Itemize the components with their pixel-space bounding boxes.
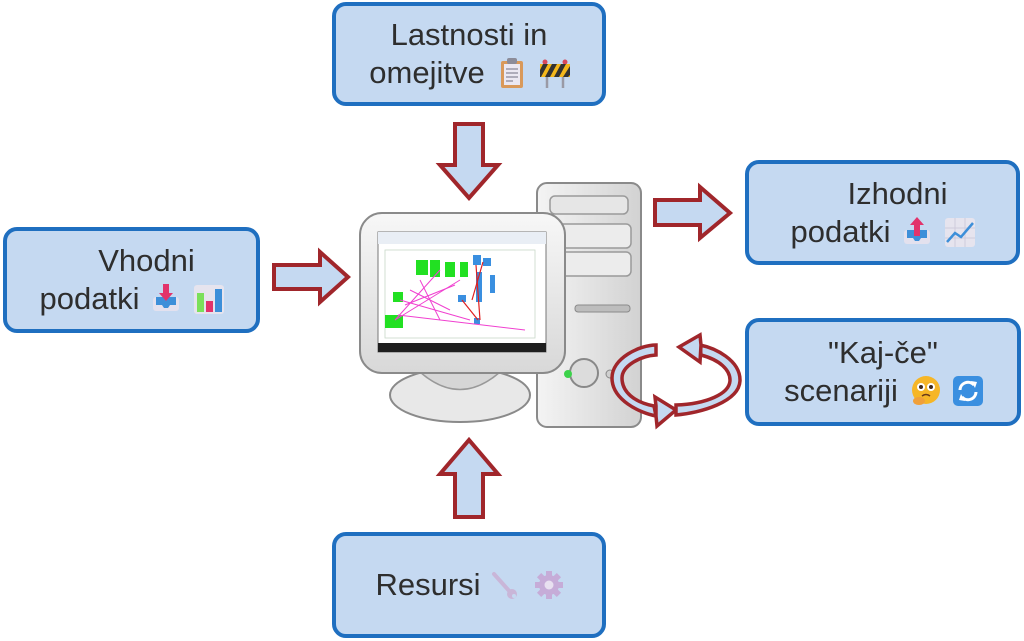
inputs-line2: podatki bbox=[39, 281, 140, 316]
refresh-arrows-icon bbox=[952, 375, 983, 407]
monitor-stand bbox=[389, 367, 531, 423]
inputs-box: Vhodni podatki bbox=[3, 227, 260, 333]
thinking-face-icon bbox=[910, 375, 940, 407]
outputs-box: Izhodni podatki bbox=[745, 160, 1020, 265]
arrow-up-from-resources bbox=[435, 436, 503, 519]
arrow-right-to-outputs bbox=[653, 182, 734, 243]
constraints-line2: omejitve bbox=[369, 55, 485, 90]
outputs-line2: podatki bbox=[790, 213, 891, 249]
constraints-box: Lastnosti in omejitve bbox=[332, 2, 606, 106]
inbox-tray-icon bbox=[151, 283, 181, 315]
gear-icon bbox=[533, 569, 563, 601]
construction-barrier-icon bbox=[539, 57, 570, 89]
outbox-tray-icon bbox=[902, 216, 932, 248]
scenarios-line2: scenariji bbox=[784, 373, 898, 408]
resources-box: Resursi bbox=[332, 532, 606, 638]
outputs-line1: Izhodni bbox=[847, 175, 948, 211]
arrow-right-from-inputs bbox=[272, 247, 352, 307]
arrow-down-from-constraints bbox=[435, 122, 503, 202]
resources-label: Resursi bbox=[375, 567, 481, 602]
wrench-icon bbox=[489, 569, 519, 601]
clipboard-icon bbox=[497, 57, 527, 89]
monitor bbox=[359, 212, 566, 374]
cycle-arrows bbox=[610, 332, 742, 430]
bar-chart-icon bbox=[193, 283, 225, 315]
scenarios-box: "Kaj-če" scenariji bbox=[745, 318, 1021, 426]
screen-layout-map bbox=[384, 249, 536, 339]
line-chart-icon bbox=[944, 216, 976, 248]
constraints-line1: Lastnosti in bbox=[390, 17, 548, 52]
inputs-line1: Vhodni bbox=[98, 243, 195, 278]
scenarios-line1: "Kaj-če" bbox=[828, 335, 938, 370]
